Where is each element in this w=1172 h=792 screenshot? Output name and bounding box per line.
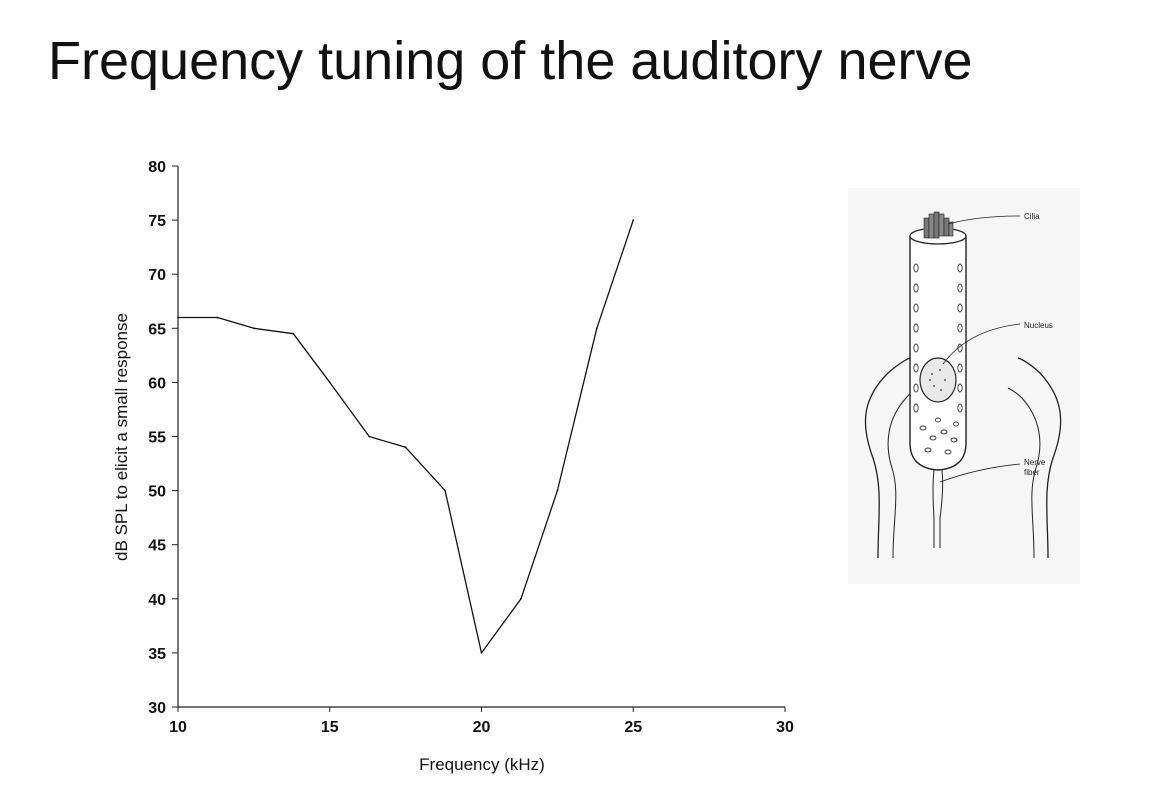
supporting-tissue-outline xyxy=(864,357,1062,559)
tuning-curve-point xyxy=(328,381,331,384)
cilia-label: Cilia xyxy=(1024,212,1040,221)
y-tick-label: 40 xyxy=(148,592,166,609)
tuning-curve-point xyxy=(632,219,635,222)
tuning-curve-point xyxy=(292,332,295,335)
tuning-curve-point xyxy=(595,327,598,330)
x-tick-label: 20 xyxy=(473,719,491,736)
x-axis-title: Frequency (kHz) xyxy=(419,755,545,774)
hair-cell-body xyxy=(909,235,967,471)
tuning-curve-point xyxy=(556,489,559,492)
slide-title: Frequency tuning of the auditory nerve xyxy=(48,31,973,91)
y-tick-label: 80 xyxy=(148,159,166,176)
y-tick-label: 45 xyxy=(148,538,166,555)
y-tick-label: 75 xyxy=(148,213,166,230)
tuning-curve-point xyxy=(252,327,255,330)
nerve-fiber-label-line1: Nerve xyxy=(1024,458,1046,467)
y-axis-title: dB SPL to elicit a small response xyxy=(112,313,131,561)
nucleus-icon xyxy=(919,357,957,403)
tuning-curve-point xyxy=(480,652,483,654)
x-tick-label: 15 xyxy=(321,719,339,736)
x-tick-label: 10 xyxy=(169,719,187,736)
y-tick-label: 50 xyxy=(148,484,166,501)
y-tick-label: 65 xyxy=(148,321,166,338)
vesicles xyxy=(913,263,963,455)
tuning-curve-point xyxy=(177,316,179,319)
y-tick-label: 30 xyxy=(148,700,166,717)
chart-axes xyxy=(177,166,785,708)
tuning-curve-point xyxy=(444,489,446,492)
x-tick-label: 30 xyxy=(776,719,794,736)
y-tick-label: 55 xyxy=(148,430,166,447)
tuning-curve-point xyxy=(520,597,522,600)
hair-cell-diagram: Cilia Nucleus Nerve fiber xyxy=(864,211,1062,559)
nerve-fiber-label-line2: fiber xyxy=(1024,468,1040,477)
tuning-curve-point xyxy=(404,446,407,449)
nerve-fiber-icon xyxy=(932,469,944,548)
nucleus-label: Nucleus xyxy=(1024,321,1053,330)
hair-cell-diagram-panel: Cilia Nucleus Nerve fiber xyxy=(848,188,1080,584)
y-tick-label: 35 xyxy=(148,646,166,663)
tuning-curve-line xyxy=(178,219,634,654)
tuning-curve-point xyxy=(368,435,371,438)
tuning-curve-point xyxy=(216,316,219,319)
y-tick-label: 70 xyxy=(148,267,166,284)
y-tick-label: 60 xyxy=(148,375,166,392)
chart-ticks: 30 35 40 45 50 55 60 65 70 75 80 10 15 20 25 30 xyxy=(148,159,794,736)
cilia-icon xyxy=(923,211,954,239)
chart-series xyxy=(177,219,635,654)
x-tick-label: 25 xyxy=(624,719,642,736)
